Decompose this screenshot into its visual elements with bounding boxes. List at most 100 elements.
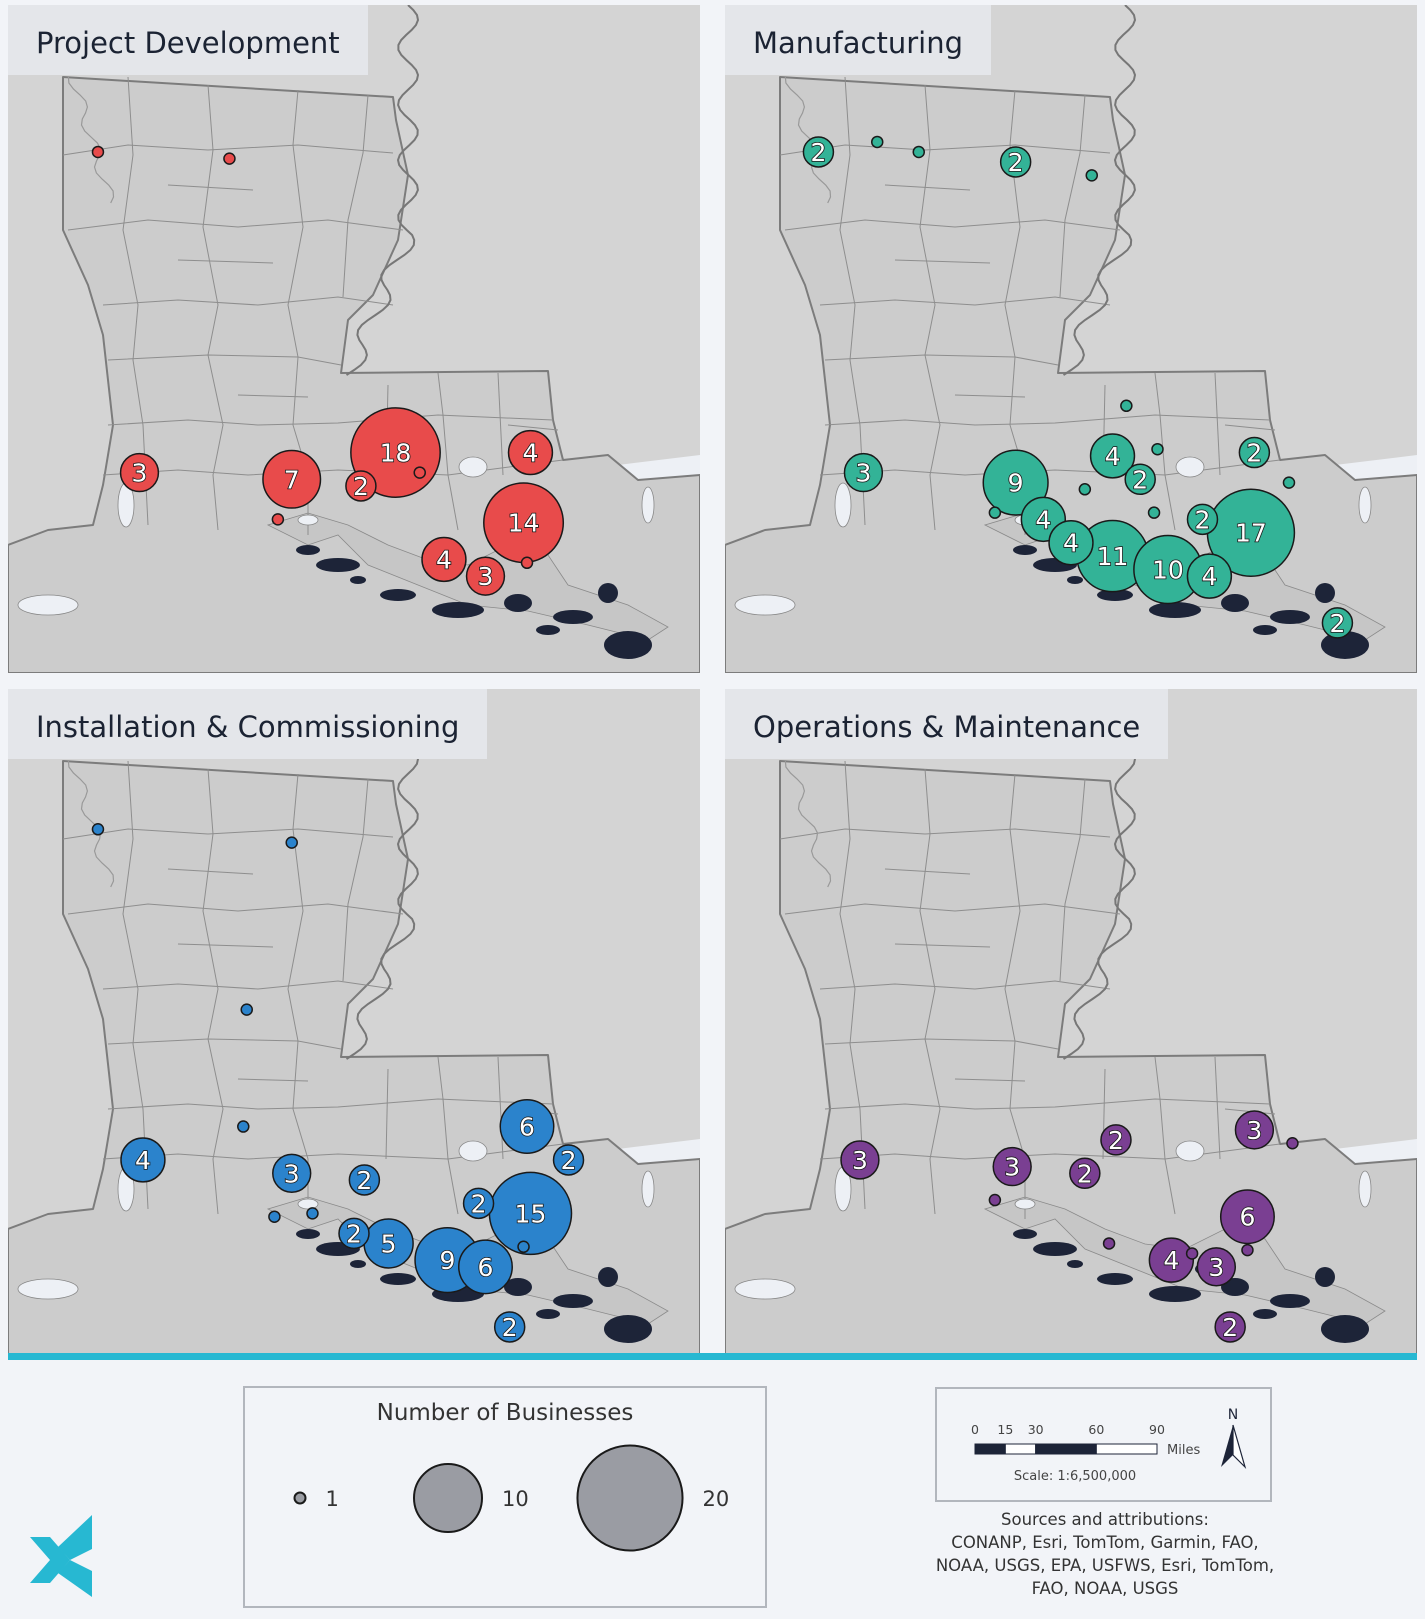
marker-label: 3 bbox=[132, 459, 148, 488]
north-arrow-icon: N bbox=[1221, 1407, 1247, 1470]
marker-label: 9 bbox=[1008, 469, 1024, 498]
business-marker bbox=[91, 145, 105, 159]
marker-label: 3 bbox=[478, 562, 494, 591]
marker-label: 15 bbox=[515, 1199, 547, 1228]
marker-label: 14 bbox=[508, 509, 540, 538]
marker-label: 2 bbox=[471, 1189, 487, 1218]
marker-label: 2 bbox=[1108, 1126, 1124, 1155]
business-marker bbox=[520, 556, 534, 570]
business-marker bbox=[988, 506, 1002, 519]
marker-label: 3 bbox=[1246, 1116, 1262, 1145]
business-marker: 3 bbox=[119, 452, 160, 493]
business-marker: 3 bbox=[840, 1140, 880, 1180]
business-marker: 17 bbox=[1206, 488, 1296, 577]
legend-label: 20 bbox=[703, 1487, 730, 1511]
business-marker bbox=[91, 823, 105, 836]
marker-label: 4 bbox=[1035, 505, 1051, 534]
business-marker bbox=[1241, 1243, 1254, 1257]
business-marker: 3 bbox=[272, 1153, 312, 1193]
scale-tick-label: 60 bbox=[1088, 1422, 1104, 1437]
business-marker: 15 bbox=[488, 1171, 573, 1256]
business-marker bbox=[413, 466, 426, 479]
marker-label: 4 bbox=[1201, 562, 1217, 591]
business-marker: 2 bbox=[493, 1311, 526, 1343]
business-marker: 2 bbox=[1069, 1157, 1101, 1189]
marker-label: 2 bbox=[1222, 1313, 1238, 1342]
business-marker bbox=[306, 1207, 319, 1220]
marker-label: 2 bbox=[1132, 465, 1148, 494]
marker-label: 4 bbox=[1063, 529, 1079, 558]
marker-label: 17 bbox=[1235, 519, 1267, 548]
marker-label: 3 bbox=[284, 1159, 300, 1188]
business-marker: 10 bbox=[1133, 534, 1203, 605]
brand-logo-icon bbox=[30, 1515, 92, 1597]
business-marker bbox=[912, 145, 926, 159]
sources-line: Sources and attributions: bbox=[1001, 1510, 1209, 1529]
business-marker bbox=[1120, 399, 1133, 413]
business-marker: 4 bbox=[507, 429, 554, 476]
business-marker bbox=[1147, 506, 1161, 519]
business-marker bbox=[1102, 1237, 1116, 1250]
business-marker: 6 bbox=[1219, 1189, 1275, 1245]
business-marker bbox=[271, 513, 285, 526]
marker-label: 3 bbox=[855, 459, 871, 488]
business-marker bbox=[1185, 1247, 1199, 1260]
business-marker: 11 bbox=[1076, 519, 1149, 593]
legend-label: 1 bbox=[326, 1487, 339, 1511]
business-marker: 4 bbox=[1089, 433, 1136, 479]
legend-label: 10 bbox=[502, 1487, 529, 1511]
business-marker: 2 bbox=[348, 1164, 381, 1196]
marker-label: 4 bbox=[523, 439, 539, 468]
business-marker: 14 bbox=[483, 482, 565, 564]
marker-label: 6 bbox=[519, 1113, 535, 1142]
marker-label: 3 bbox=[1004, 1153, 1020, 1182]
business-marker bbox=[237, 1120, 250, 1133]
accent-divider bbox=[8, 1353, 1417, 1360]
business-marker: 2 bbox=[462, 1187, 495, 1219]
panel-title: Manufacturing bbox=[725, 5, 991, 75]
marker-label: 2 bbox=[561, 1146, 577, 1175]
marker-label: 6 bbox=[1240, 1203, 1256, 1232]
marker-label: 2 bbox=[1077, 1159, 1093, 1188]
business-marker: 2 bbox=[802, 136, 835, 168]
legend-item: 20 bbox=[576, 1444, 730, 1552]
business-marker: 2 bbox=[1238, 436, 1271, 468]
sources-line: CONANP, Esri, TomTom, Garmin, FAO, bbox=[951, 1533, 1259, 1552]
business-marker: 2 bbox=[338, 1217, 370, 1249]
business-marker: 6 bbox=[457, 1239, 513, 1295]
business-marker bbox=[285, 836, 298, 849]
business-marker: 3 bbox=[465, 556, 506, 596]
business-marker bbox=[1151, 442, 1164, 456]
marker-label: 7 bbox=[284, 465, 300, 494]
marker-label: 18 bbox=[380, 439, 412, 468]
business-marker bbox=[1282, 476, 1296, 489]
scale-tick-label: 90 bbox=[1149, 1422, 1165, 1437]
business-marker: 2 bbox=[345, 470, 377, 502]
marker-label: 9 bbox=[439, 1246, 455, 1275]
business-marker bbox=[988, 1193, 1002, 1207]
business-marker: 4 bbox=[1148, 1237, 1195, 1283]
marker-label: 2 bbox=[356, 1166, 372, 1195]
legend-item: 10 bbox=[413, 1463, 529, 1533]
business-marker: 4 bbox=[120, 1137, 166, 1183]
marker-label: 2 bbox=[502, 1313, 518, 1342]
business-marker: 7 bbox=[262, 449, 322, 509]
business-marker: 2 bbox=[1124, 463, 1156, 495]
business-marker: 5 bbox=[363, 1218, 414, 1269]
scale-ratio: Scale: 1:6,500,000 bbox=[1014, 1469, 1136, 1484]
marker-label: 3 bbox=[852, 1146, 868, 1175]
scale-tick-label: 30 bbox=[1028, 1422, 1044, 1437]
business-marker bbox=[240, 1003, 253, 1016]
panel-title: Project Development bbox=[8, 5, 368, 75]
business-marker: 6 bbox=[499, 1099, 555, 1155]
sources-line: NOAA, USGS, EPA, USFWS, Esri, TomTom, bbox=[935, 1556, 1275, 1575]
business-marker: 2 bbox=[1214, 1311, 1246, 1343]
